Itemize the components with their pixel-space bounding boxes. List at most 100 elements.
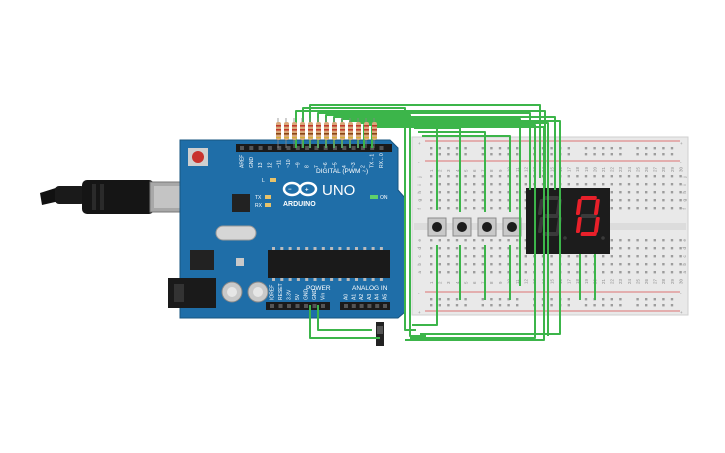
breadboard-hole[interactable] (464, 247, 467, 250)
breadboard-hole[interactable] (662, 183, 665, 186)
breadboard-hole[interactable] (473, 199, 476, 202)
breadboard-hole[interactable] (619, 191, 622, 194)
breadboard-hole[interactable] (619, 271, 622, 274)
resistor[interactable] (356, 118, 361, 148)
breadboard-hole[interactable] (645, 175, 648, 178)
rail-hole[interactable] (481, 147, 484, 150)
push-button[interactable] (427, 217, 447, 237)
breadboard-hole[interactable] (438, 183, 441, 186)
breadboard-hole[interactable] (584, 183, 588, 186)
breadboard-hole[interactable] (670, 207, 674, 210)
breadboard-hole[interactable] (464, 263, 467, 266)
breadboard-hole[interactable] (490, 239, 493, 242)
breadboard-hole[interactable] (627, 263, 631, 266)
breadboard-hole[interactable] (438, 191, 441, 194)
breadboard-hole[interactable] (550, 271, 553, 274)
rail-hole[interactable] (507, 153, 510, 156)
breadboard-hole[interactable] (473, 271, 476, 274)
breadboard-hole[interactable] (627, 255, 631, 258)
breadboard-hole[interactable] (602, 263, 605, 266)
breadboard-hole[interactable] (550, 175, 553, 178)
breadboard-hole[interactable] (576, 183, 579, 186)
breadboard-hole[interactable] (447, 191, 450, 194)
rail-hole[interactable] (636, 147, 639, 150)
breadboard-hole[interactable] (498, 255, 502, 258)
rail-hole[interactable] (645, 298, 648, 301)
analog-pin[interactable] (375, 304, 380, 308)
breadboard-hole[interactable] (473, 239, 476, 242)
breadboard-hole[interactable] (662, 239, 665, 242)
breadboard-hole[interactable] (670, 263, 674, 266)
push-button[interactable] (502, 217, 522, 237)
rail-hole[interactable] (447, 153, 450, 156)
breadboard-hole[interactable] (576, 175, 579, 178)
breadboard-hole[interactable] (653, 199, 656, 202)
breadboard-hole[interactable] (576, 263, 579, 266)
breadboard-hole[interactable] (645, 191, 648, 194)
breadboard-hole[interactable] (627, 271, 631, 274)
breadboard-hole[interactable] (679, 175, 682, 178)
breadboard-hole[interactable] (524, 183, 527, 186)
breadboard-hole[interactable] (473, 183, 476, 186)
breadboard-hole[interactable] (567, 255, 570, 258)
breadboard-hole[interactable] (653, 263, 656, 266)
breadboard-hole[interactable] (584, 263, 588, 266)
breadboard-hole[interactable] (679, 207, 682, 210)
breadboard-hole[interactable] (670, 247, 674, 250)
breadboard-hole[interactable] (610, 247, 613, 250)
breadboard-hole[interactable] (653, 175, 656, 178)
rail-hole[interactable] (507, 147, 510, 150)
rail-hole[interactable] (636, 153, 639, 156)
digital-pin[interactable] (342, 146, 347, 150)
breadboard-hole[interactable] (524, 175, 527, 178)
rail-hole[interactable] (602, 147, 605, 150)
rail-hole[interactable] (636, 298, 639, 301)
breadboard-hole[interactable] (507, 263, 510, 266)
rail-hole[interactable] (490, 153, 493, 156)
breadboard-hole[interactable] (438, 247, 441, 250)
breadboard-hole[interactable] (653, 191, 656, 194)
breadboard-hole[interactable] (498, 207, 502, 210)
breadboard-hole[interactable] (627, 183, 631, 186)
rail-hole[interactable] (567, 304, 570, 307)
breadboard-hole[interactable] (455, 207, 459, 210)
breadboard-hole[interactable] (455, 239, 459, 242)
rail-hole[interactable] (464, 304, 467, 307)
breadboard-hole[interactable] (653, 271, 656, 274)
breadboard-hole[interactable] (507, 239, 510, 242)
breadboard-hole[interactable] (627, 175, 631, 178)
rail-hole[interactable] (670, 304, 674, 307)
breadboard-hole[interactable] (636, 255, 639, 258)
breadboard-hole[interactable] (670, 199, 674, 202)
rail-hole[interactable] (455, 304, 459, 307)
breadboard-hole[interactable] (490, 191, 493, 194)
rail-hole[interactable] (653, 153, 656, 156)
breadboard-hole[interactable] (481, 183, 484, 186)
breadboard-hole[interactable] (636, 199, 639, 202)
rail-hole[interactable] (653, 147, 656, 150)
rail-hole[interactable] (498, 298, 502, 301)
breadboard-hole[interactable] (464, 175, 467, 178)
breadboard-hole[interactable] (455, 247, 459, 250)
push-button[interactable] (477, 217, 497, 237)
rail-hole[interactable] (584, 298, 588, 301)
breadboard-hole[interactable] (473, 191, 476, 194)
breadboard-hole[interactable] (481, 263, 484, 266)
seven-segment-display[interactable] (526, 188, 610, 254)
breadboard-hole[interactable] (670, 239, 674, 242)
breadboard-hole[interactable] (619, 175, 622, 178)
breadboard-hole[interactable] (653, 239, 656, 242)
breadboard-hole[interactable] (481, 271, 484, 274)
breadboard-hole[interactable] (455, 263, 459, 266)
analog-pin[interactable] (367, 304, 372, 308)
breadboard-hole[interactable] (584, 255, 588, 258)
breadboard-hole[interactable] (438, 199, 441, 202)
breadboard-hole[interactable] (610, 263, 613, 266)
resistor[interactable] (332, 118, 337, 148)
rail-hole[interactable] (455, 147, 459, 150)
breadboard-hole[interactable] (610, 207, 613, 210)
breadboard-hole[interactable] (524, 263, 527, 266)
breadboard-hole[interactable] (481, 199, 484, 202)
